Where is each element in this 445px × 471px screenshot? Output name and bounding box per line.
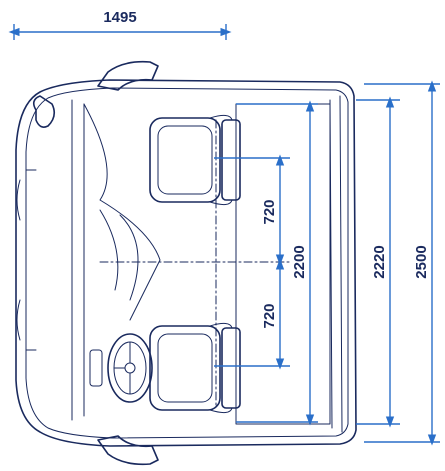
mirror-top xyxy=(32,60,159,128)
inner-720-top-label: 720 xyxy=(261,199,278,224)
inner-width-dimension: 2200 xyxy=(236,100,318,426)
width-label: 1495 xyxy=(103,9,136,26)
seat-bottom xyxy=(149,322,241,414)
cab-width-2220-dimension: 2220 xyxy=(356,96,400,428)
inner-2200-label: 2200 xyxy=(291,245,308,278)
seat-top xyxy=(149,114,241,206)
width-dimension: 1495 xyxy=(8,9,232,40)
height-2500-label: 2500 xyxy=(413,245,430,278)
seat-spacing-bottom-dimension: 720 xyxy=(261,258,285,370)
inner-720-bottom-label: 720 xyxy=(261,303,278,328)
seat-spacing-top-dimension: 720 xyxy=(261,154,285,266)
steering-wheel-icon xyxy=(89,333,153,403)
height-2220-label: 2220 xyxy=(371,245,388,278)
overall-width-2500-dimension: 2500 xyxy=(364,80,440,446)
mirror-bottom xyxy=(97,435,159,466)
